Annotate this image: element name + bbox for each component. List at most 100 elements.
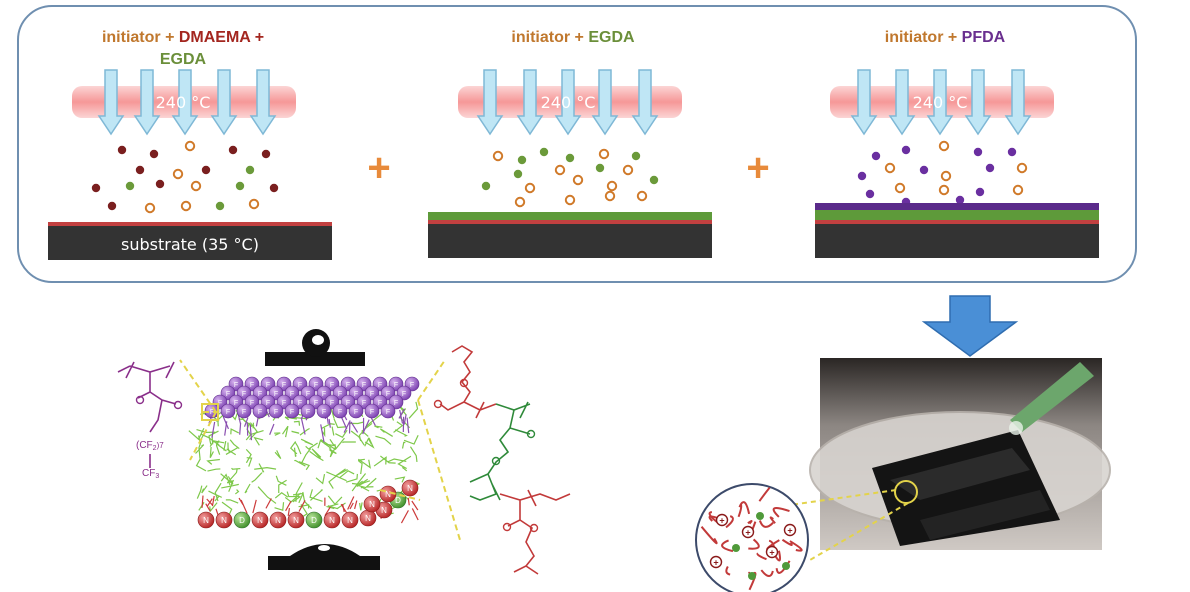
network-strand [198,440,202,459]
network-strand [188,428,205,441]
bead-label: N [329,516,335,525]
heat-arrow [210,69,238,136]
network-strand [324,439,336,447]
sample-photo [809,358,1111,550]
network-strand [292,492,304,504]
amine-chain [287,507,291,516]
substrate-block [48,226,332,260]
amine-bead [401,479,419,497]
amine-chain [252,499,257,514]
fluoro-bead-label: F [250,382,254,389]
egda-molecule [539,147,549,157]
network-strand [409,446,418,462]
network-strand [401,466,408,472]
network-strand [329,446,337,458]
fluoro-chain [398,408,405,419]
fluoro-bead [300,403,316,419]
fluoro-bead [364,403,380,419]
initiator-molecule [622,164,634,176]
dmaema-structure-bottom [499,489,571,575]
network-strand [206,458,220,465]
amine-bead [363,495,381,513]
bead-label: N [203,516,209,525]
network-strand [253,436,264,446]
initiator-molecule [636,190,648,202]
network-strand [335,429,348,439]
egda-molecule [215,201,225,211]
amine-bead [323,511,341,529]
dmaema-molecule [117,145,127,155]
fluoro-chain [320,424,325,443]
crosslink-node [732,544,740,552]
dmaema-molecule [107,201,117,211]
crosslink-bead [305,511,323,529]
bead-label: N [347,516,353,525]
fluoro-bead-label: F [210,409,214,416]
network-strand [361,422,373,437]
network-strand [315,474,326,485]
dmaema-molecule [135,165,145,175]
fluoro-bead-label: F [346,400,350,407]
network-strand [321,427,326,438]
network-strand [309,489,323,501]
network-strand [245,448,252,464]
dmaema-molecule [261,149,271,159]
heat-arrow [926,69,954,136]
network-strand [373,456,387,467]
network-strand [244,483,251,494]
fluoro-bead-label: F [258,409,262,416]
egda-molecule [235,181,245,191]
network-strand [293,447,297,457]
heat-arrow [850,69,878,136]
charge-label: + [769,548,774,558]
charge-label: + [745,528,750,538]
network-strand [215,440,221,455]
network-strand [208,490,223,498]
initiator-molecule [524,182,536,194]
zoom-strand [789,540,803,552]
pfda-molecule [865,189,875,199]
network-strand [359,502,363,511]
fluoro-bead-label: F [266,400,270,407]
amine-chain [205,503,211,512]
zoom-callout-lines [789,489,909,561]
fluoro-bead-label: F [290,391,294,398]
dmaema-molecule [155,179,165,189]
fluoro-chain [249,424,253,441]
fluoro-chain [406,417,410,434]
initiator-molecule [144,202,156,214]
panel-egda: initiator + EGDA 240 °C [428,29,712,258]
fluoro-bead-label: F [370,409,374,416]
pfda-molecule [985,163,995,173]
initiator-molecule [190,180,202,192]
substrate-block [815,224,1099,258]
crosslink-node [748,572,756,580]
bead-label: N [275,516,281,525]
fluoro-chain [211,421,216,438]
heat-arrow [631,69,659,136]
fluoro-bead-label: F [330,400,334,407]
cation-site [715,513,729,527]
network-strand [321,423,335,429]
network-strand [295,482,303,502]
dmaema-layer [428,220,712,224]
pfda-molecule [901,145,911,155]
bead-label: N [381,506,387,515]
dmaema-molecule [91,183,101,193]
egda-molecule [649,175,659,185]
network-strand [327,495,343,506]
fluoro-chain [343,421,351,433]
fluoro-bead-label: F [266,382,270,389]
network-strand [284,416,297,421]
initiator-molecule [940,170,952,182]
network-strand [397,455,412,470]
pfda-molecule [955,195,965,205]
crosslink-bead [233,511,251,529]
network-strand [387,458,407,463]
initiator-molecule [1012,184,1024,196]
panel-1-label: initiator + DMAEMA + [102,29,264,46]
fluoro-bead-label: F [258,391,262,398]
network-strand [350,430,365,446]
